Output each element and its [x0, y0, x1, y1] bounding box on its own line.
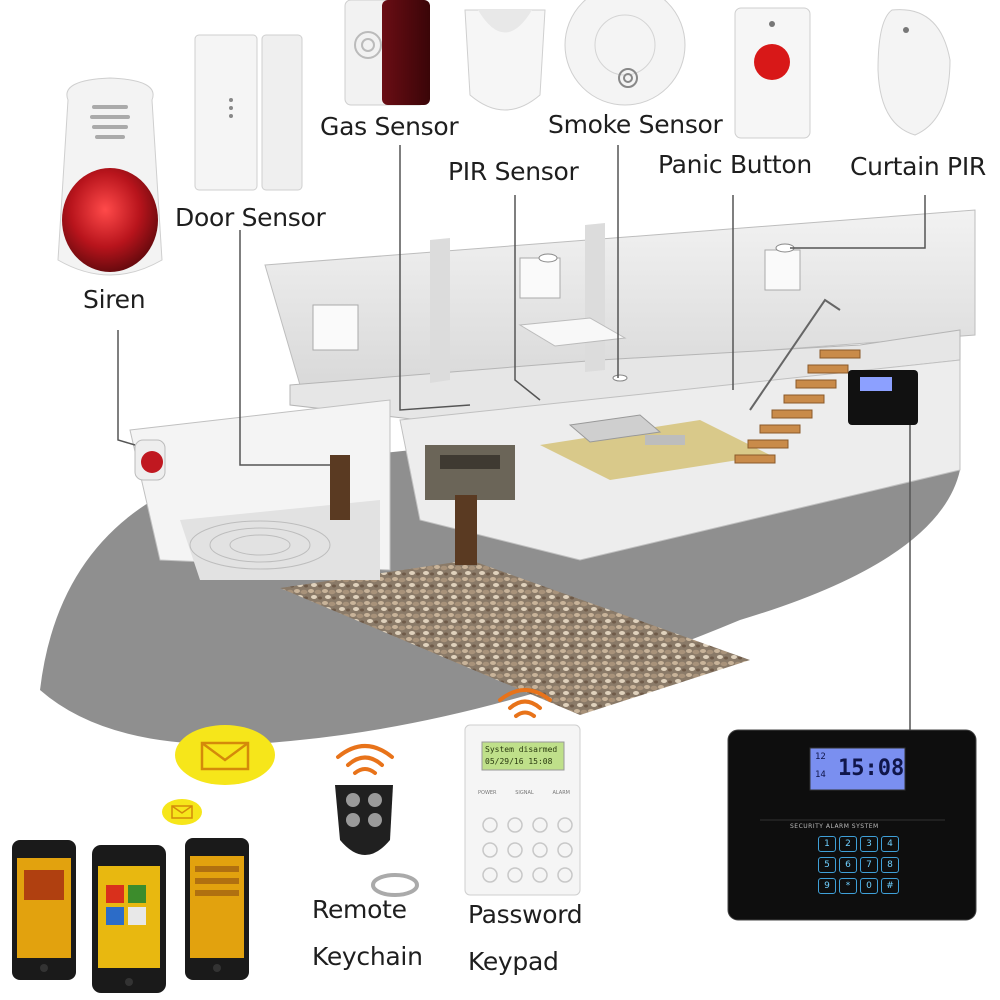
gas-sensor-device: [344, 0, 430, 106]
panel-caption: SECURITY ALARM SYSTEM: [790, 823, 879, 830]
keypad-lcd-line2: 05/29/16 15:08: [485, 757, 553, 766]
panel-key-10[interactable]: 0: [860, 878, 878, 894]
front-door: [455, 495, 477, 565]
label-curtain-pir: Curtain PIR: [850, 152, 986, 181]
label-pir-sensor: PIR Sensor: [448, 157, 579, 186]
staircase: [734, 349, 861, 464]
wifi-signal-icon-2: [498, 688, 552, 718]
panel-key-6[interactable]: 7: [860, 857, 878, 873]
remote-keychain-device: [335, 744, 419, 897]
label-remote: Remote: [312, 895, 407, 924]
garage-door: [330, 455, 350, 520]
label-keypad: Keypad: [468, 947, 559, 976]
label-password: Password: [468, 900, 583, 929]
gravel-path: [280, 560, 750, 715]
curtain-pir-device: [877, 9, 951, 136]
panel-lcd-small-bottom: 14: [815, 770, 826, 780]
panel-key-3[interactable]: 4: [881, 836, 899, 852]
siren-device: [57, 77, 163, 276]
panel-lcd-time: 15:08: [838, 756, 905, 781]
smartphone-icon-2: [92, 845, 166, 993]
panel-key-8[interactable]: 9: [818, 878, 836, 894]
pir-coverage-pattern: [189, 520, 331, 570]
label-door-sensor: Door Sensor: [175, 203, 326, 232]
panel-key-11[interactable]: #: [881, 878, 899, 894]
panel-key-2[interactable]: 3: [860, 836, 878, 852]
panel-lcd-small-top: 12: [815, 752, 826, 762]
wifi-signal-icon: [336, 744, 394, 775]
label-siren: Siren: [83, 285, 146, 314]
label-smoke-sensor: Smoke Sensor: [548, 110, 723, 139]
indicator-alarm: ALARM: [552, 790, 570, 796]
label-gas-sensor: Gas Sensor: [320, 112, 459, 141]
keypad-indicators: POWER SIGNAL ALARM: [478, 790, 570, 796]
callout-lines: [117, 145, 926, 730]
panel-key-4[interactable]: 5: [818, 857, 836, 873]
label-keychain: Keychain: [312, 942, 423, 971]
panel-key-1[interactable]: 2: [839, 836, 857, 852]
panel-key-7[interactable]: 8: [881, 857, 899, 873]
envelope-small-icon: [171, 805, 193, 819]
panel-key-0[interactable]: 1: [818, 836, 836, 852]
indicator-signal: SIGNAL: [515, 790, 534, 796]
message-bubbles: [162, 725, 275, 825]
keypad-lcd-line1: System disarmed: [485, 745, 558, 754]
smartphone-icon-3: [185, 838, 249, 980]
password-keypad-device: [464, 688, 581, 896]
indicator-power: POWER: [478, 790, 497, 796]
smartphone-icon-1: [12, 840, 76, 980]
envelope-icon: [200, 741, 250, 771]
smoke-sensor-device: [564, 0, 686, 106]
control-panel-device: [727, 729, 977, 921]
panel-key-5[interactable]: 6: [839, 857, 857, 873]
pir-sensor-device: [464, 9, 546, 111]
house-cutaway: [129, 209, 976, 580]
panic-button-device: [734, 7, 811, 139]
label-panic-button: Panic Button: [658, 150, 812, 179]
door-sensor-device: [194, 34, 303, 191]
panel-key-9[interactable]: *: [839, 878, 857, 894]
